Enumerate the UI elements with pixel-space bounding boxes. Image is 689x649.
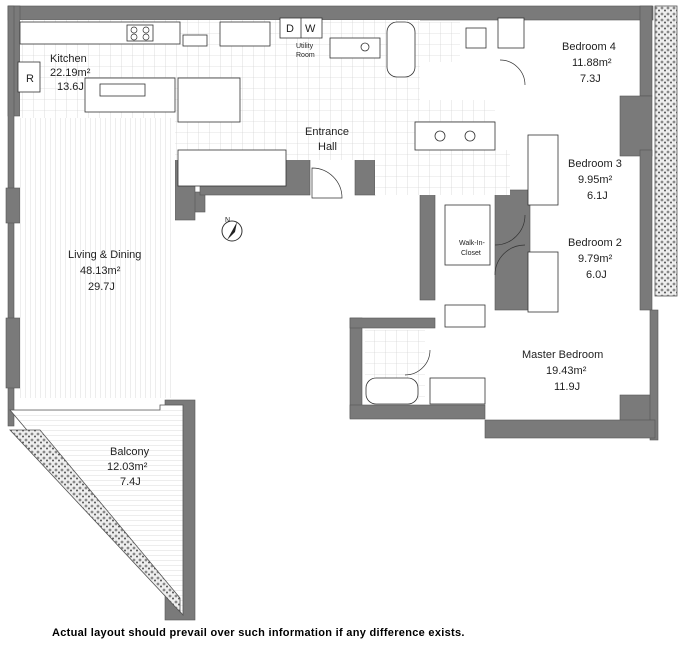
kitchen-name: Kitchen (50, 53, 87, 65)
bedroom3-area: 9.95m² (578, 174, 613, 186)
bedroom3-label: Bedroom 3 9.95m² 6.1J (568, 158, 622, 202)
bathtub (386, 21, 416, 78)
washer-label: W (305, 23, 316, 35)
living-label: Living & Dining 48.13m² 29.7J (68, 249, 141, 293)
toilet (465, 27, 487, 49)
closet-bedroom3 (527, 134, 559, 206)
side-planter (654, 5, 678, 297)
shoe-closet (177, 149, 287, 187)
bedroom4-area: 11.88m² (572, 57, 612, 69)
living-jo: 29.7J (88, 281, 115, 293)
balcony-jo: 7.4J (120, 476, 141, 488)
balcony-label: Balcony 12.03m² 7.4J (107, 446, 150, 488)
compass-label: N (225, 217, 230, 224)
bedroom4-name: Bedroom 4 (562, 41, 616, 53)
entrance-line2: Hall (318, 141, 337, 153)
balcony-planter (9, 429, 181, 614)
bedroom2-door (494, 244, 526, 276)
balcony-area: 12.03m² (107, 461, 148, 473)
bedroom2-jo: 6.0J (586, 269, 607, 281)
living-area: 48.13m² (80, 265, 121, 277)
closet-bedroom4 (497, 17, 525, 49)
kitchen-jo: 13.6J (57, 81, 84, 93)
bath-vanity (414, 121, 496, 151)
master-area: 19.43m² (546, 365, 587, 377)
closet-line1: Walk-In- (459, 240, 485, 247)
bedroom4-label: Bedroom 4 11.88m² 7.3J (562, 41, 616, 85)
utility-label: Utility Room D W R (26, 23, 316, 85)
bedroom3-jo: 6.1J (587, 190, 608, 202)
bedroom2-label: Bedroom 2 9.79m² 6.0J (568, 237, 622, 281)
master-jo: 11.9J (554, 381, 580, 393)
utility-line2: Room (296, 52, 315, 59)
utility-line1: Utility (296, 43, 314, 50)
bedroom2-area: 9.79m² (578, 253, 613, 265)
bedroom3-door (494, 214, 526, 246)
master-label: Master Bedroom 19.43m² 11.9J (522, 349, 603, 393)
entrance-label: Entrance Hall (305, 126, 349, 153)
balcony-name: Balcony (110, 446, 150, 458)
dryer-label: D (286, 23, 294, 35)
master-toilet (444, 304, 486, 328)
kitchen-label: Kitchen 22.19m² 13.6J (50, 53, 91, 93)
vanity (329, 37, 381, 59)
master-door (404, 349, 431, 376)
closet-label: Walk-In- Closet (459, 240, 485, 257)
entrance-door (311, 167, 343, 199)
compass: N (221, 217, 243, 242)
living-name: Living & Dining (68, 249, 141, 261)
kitchen-area: 22.19m² (50, 67, 91, 79)
living-floor (20, 118, 175, 398)
bedroom2-name: Bedroom 2 (568, 237, 622, 249)
disclaimer-text: Actual layout should prevail over such i… (52, 627, 465, 639)
kitchen-counters (17, 21, 271, 123)
bedroom3-name: Bedroom 3 (568, 158, 622, 170)
hall-floor (375, 150, 510, 195)
closet-line2: Closet (461, 250, 481, 257)
shower (420, 22, 460, 62)
walk-in-closet (444, 204, 491, 266)
master-bathtub (365, 377, 419, 405)
bedroom4-jo: 7.3J (580, 73, 601, 85)
closet-bedroom2 (527, 251, 559, 313)
bedroom4-door (499, 59, 526, 86)
master-name: Master Bedroom (522, 349, 603, 361)
refrigerator-label: R (26, 73, 34, 85)
entrance-line1: Entrance (305, 126, 349, 138)
master-vanity (429, 377, 486, 405)
